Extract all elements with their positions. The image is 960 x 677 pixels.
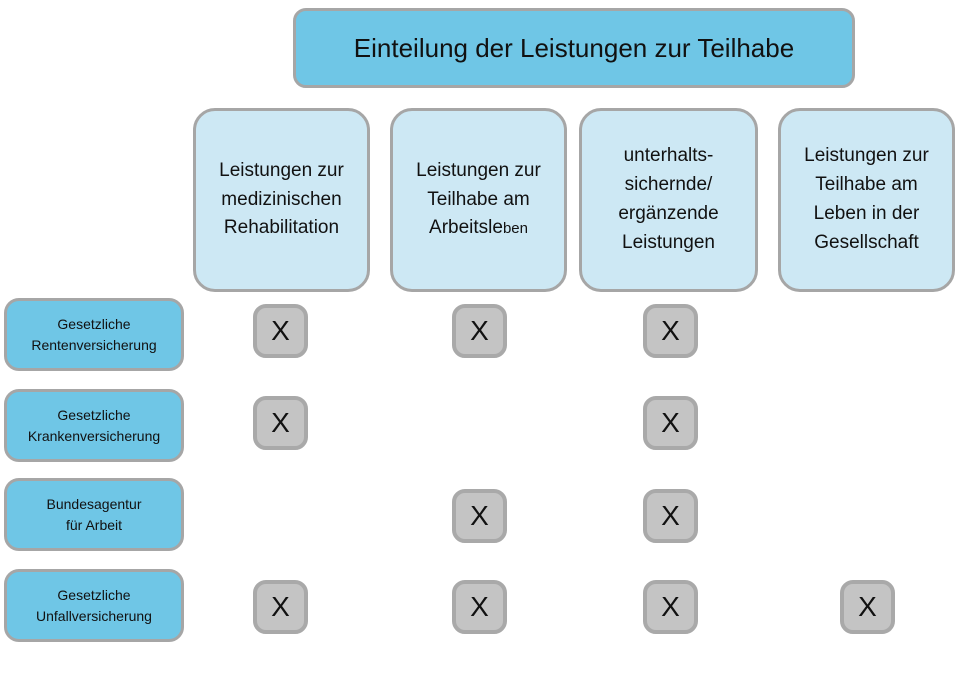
matrix-mark-r2-c1: X (452, 489, 507, 543)
matrix-mark-r1-c0: X (253, 396, 308, 450)
row-header-rentenversicherung: Gesetzliche Rentenversicherung (4, 298, 184, 371)
matrix-mark-r2-c2: X (643, 489, 698, 543)
column-header-label: Leistungen zur Teilhabe am Leben in der … (804, 145, 929, 253)
column-header-unterhaltssichernde-leistungen: unterhalts- sichernde/ ergänzende Leistu… (579, 108, 758, 292)
row-header-krankenversicherung: Gesetzliche Krankenversicherung (4, 389, 184, 462)
row-header-label: Gesetzliche Krankenversicherung (27, 407, 161, 444)
row-header-label: Gesetzliche Rentenversicherung (31, 316, 157, 353)
diagram-title-box: Einteilung der Leistungen zur Teilhabe (293, 8, 855, 88)
matrix-mark-r3-c2: X (643, 580, 698, 634)
column-header-label-suffix: ben (502, 220, 528, 238)
diagram-title-text: Einteilung der Leistungen zur Teilhabe (353, 32, 795, 63)
column-header-teilhabe-arbeitsleben: Leistungen zur Teilhabe am Arbeitsleben (390, 108, 567, 292)
row-header-unfallversicherung: Gesetzliche Unfallversicherung (4, 569, 184, 642)
column-header-label: unterhalts- sichernde/ ergänzende Leistu… (618, 145, 719, 253)
matrix-mark-r3-c1: X (452, 580, 507, 634)
row-header-bundesagentur-fuer-arbeit: Bundesagentur für Arbeit (4, 478, 184, 551)
column-header-label: Leistungen zur Teilhabe am Arbeitsle (416, 159, 541, 239)
row-header-label: Bundesagentur für Arbeit (46, 496, 142, 533)
column-header-label: Leistungen zur medizinischen Rehabilitat… (219, 159, 344, 239)
column-header-teilhabe-gesellschaft: Leistungen zur Teilhabe am Leben in der … (778, 108, 955, 292)
column-header-medizinische-rehabilitation: Leistungen zur medizinischen Rehabilitat… (193, 108, 370, 292)
matrix-mark-r0-c0: X (253, 304, 308, 358)
matrix-mark-r3-c3: X (840, 580, 895, 634)
matrix-mark-r1-c2: X (643, 396, 698, 450)
row-header-label: Gesetzliche Unfallversicherung (36, 587, 152, 624)
matrix-mark-r0-c1: X (452, 304, 507, 358)
matrix-mark-r0-c2: X (643, 304, 698, 358)
matrix-mark-r3-c0: X (253, 580, 308, 634)
